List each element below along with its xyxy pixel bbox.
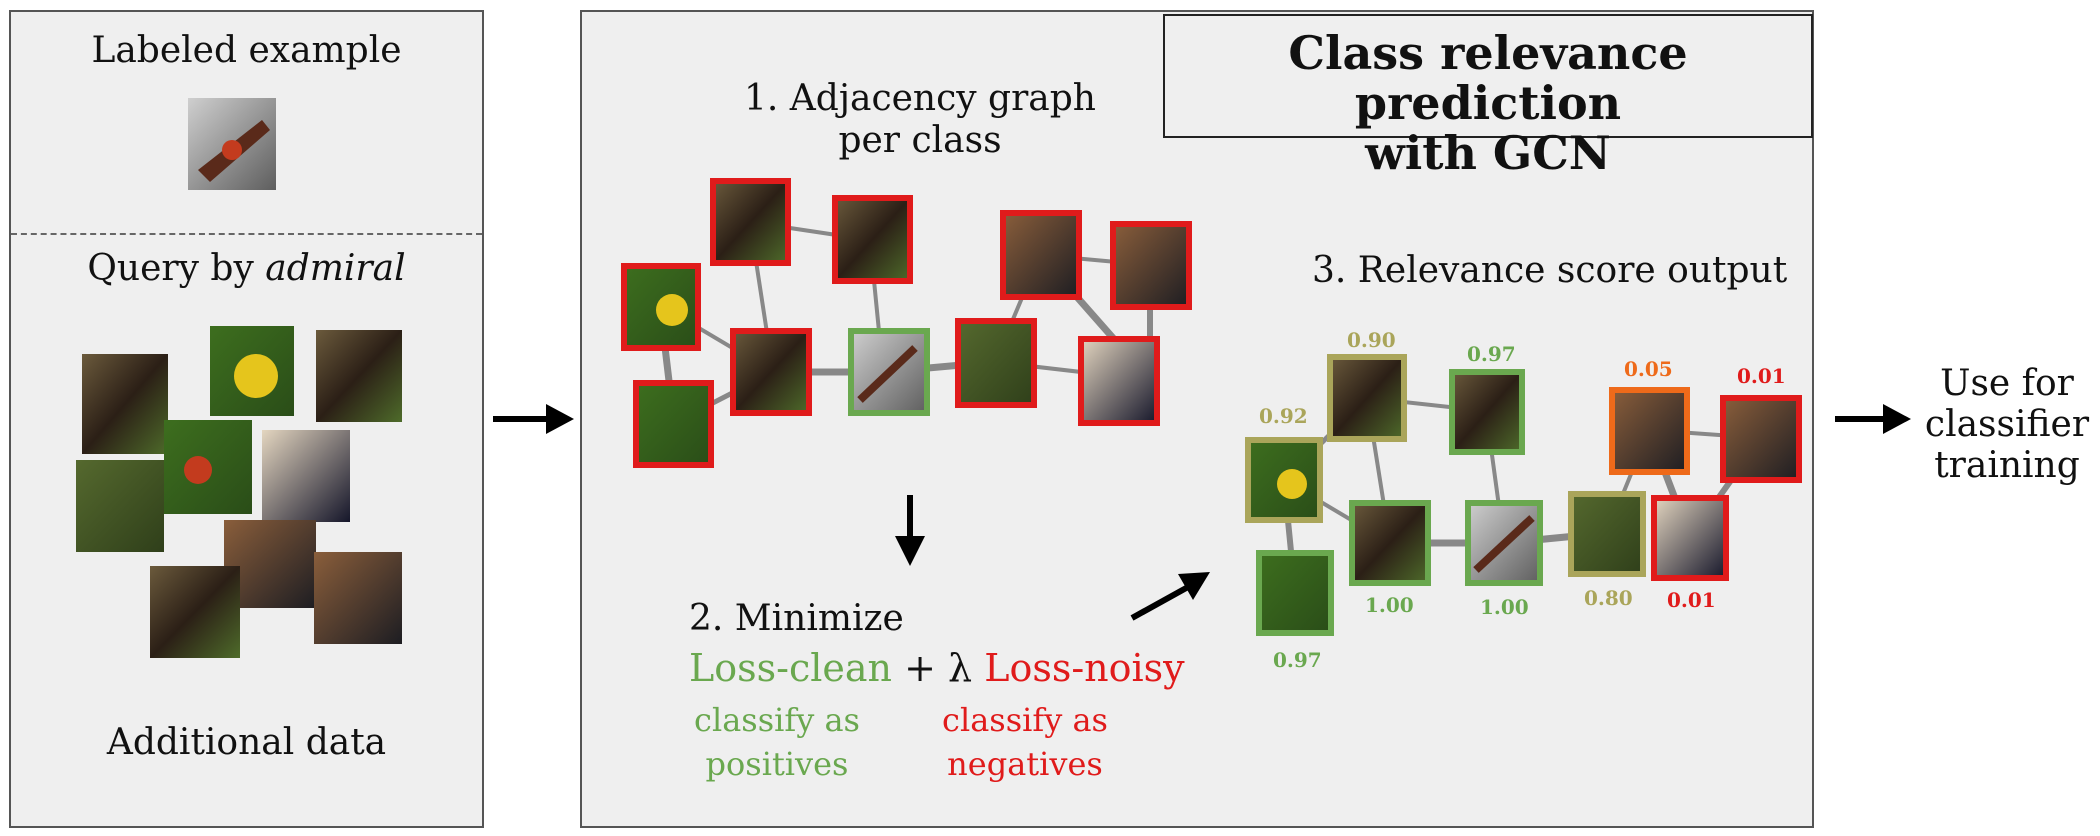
graph-node-3 bbox=[621, 263, 701, 351]
graph-node-10 bbox=[1078, 336, 1160, 426]
output-node-3 bbox=[1609, 387, 1690, 475]
arrow-right-2 bbox=[1835, 404, 1911, 434]
left-divider bbox=[11, 233, 482, 235]
graph-node-1 bbox=[710, 178, 791, 266]
graph-node-2 bbox=[832, 195, 913, 284]
plus-lambda: + λ bbox=[904, 646, 973, 690]
clean-desc-line-2: positives bbox=[705, 745, 849, 783]
output-line-1: Use for bbox=[1940, 363, 2074, 404]
graph-node-6 bbox=[848, 328, 930, 416]
score-4: 0.01 bbox=[1737, 364, 1786, 388]
step2-heading: 2. Minimize bbox=[689, 598, 904, 639]
step1-label: 1. Adjacency graph per class bbox=[740, 78, 1100, 162]
score-10: 0.01 bbox=[1667, 588, 1716, 612]
query-term: admiral bbox=[265, 248, 406, 289]
score-5: 0.92 bbox=[1259, 404, 1308, 428]
loss-line: Loss-clean + λ Loss-noisy bbox=[689, 646, 1185, 690]
output-node-4 bbox=[1720, 395, 1802, 483]
loss-noisy: Loss-noisy bbox=[984, 646, 1185, 690]
arrow-right-1 bbox=[493, 404, 574, 434]
graph-node-4 bbox=[633, 380, 714, 468]
noisy-desc-line-2: negatives bbox=[947, 745, 1103, 783]
title-line-2: with GCN bbox=[1365, 126, 1611, 180]
additional-data-collage bbox=[76, 326, 402, 658]
step1-line-1: 1. Adjacency graph bbox=[743, 78, 1096, 119]
title-box: Class relevance prediction with GCN bbox=[1163, 14, 1813, 178]
graph-node-7 bbox=[955, 318, 1037, 408]
additional-data-label: Additional data bbox=[106, 722, 387, 763]
query-prefix: Query by bbox=[87, 248, 266, 289]
score-7: 1.00 bbox=[1365, 593, 1414, 617]
loss-clean: Loss-clean bbox=[689, 646, 893, 690]
labeled-example-title: Labeled example bbox=[91, 30, 402, 71]
output-node-7 bbox=[1349, 500, 1431, 586]
graph-node-9 bbox=[1110, 221, 1192, 310]
score-1: 0.90 bbox=[1347, 328, 1396, 352]
output-node-10 bbox=[1651, 495, 1729, 581]
clean-desc-line-1: classify as bbox=[694, 701, 860, 739]
output-node-8 bbox=[1465, 500, 1543, 586]
output-label: Use for classifier training bbox=[1922, 363, 2092, 486]
output-node-5 bbox=[1245, 437, 1323, 523]
output-node-1 bbox=[1327, 354, 1407, 442]
output-line-3: training bbox=[1934, 445, 2080, 486]
labeled-example-photo bbox=[188, 98, 276, 190]
clean-description: classify as positives bbox=[682, 698, 872, 786]
score-3: 0.05 bbox=[1624, 357, 1673, 381]
title-line-1: Class relevance prediction bbox=[1288, 26, 1688, 130]
score-8: 1.00 bbox=[1480, 595, 1529, 619]
noisy-desc-line-1: classify as bbox=[942, 701, 1108, 739]
score-2: 0.97 bbox=[1467, 342, 1516, 366]
query-title: Query by admiral bbox=[9, 248, 484, 289]
output-node-2 bbox=[1449, 369, 1525, 455]
output-line-2: classifier bbox=[1924, 404, 2090, 445]
output-node-6 bbox=[1256, 550, 1334, 636]
step1-line-2: per class bbox=[838, 120, 1002, 161]
score-6: 0.97 bbox=[1273, 648, 1322, 672]
arrow-down bbox=[895, 495, 925, 566]
output-node-9 bbox=[1568, 491, 1646, 577]
step3-label: 3. Relevance score output bbox=[1312, 250, 1788, 291]
graph-node-8 bbox=[1000, 210, 1082, 300]
score-9: 0.80 bbox=[1584, 586, 1633, 610]
graph-node-5 bbox=[730, 328, 812, 416]
arrow-diagonal bbox=[1130, 572, 1210, 621]
main-panel bbox=[580, 10, 1814, 828]
noisy-description: classify as negatives bbox=[930, 698, 1120, 786]
